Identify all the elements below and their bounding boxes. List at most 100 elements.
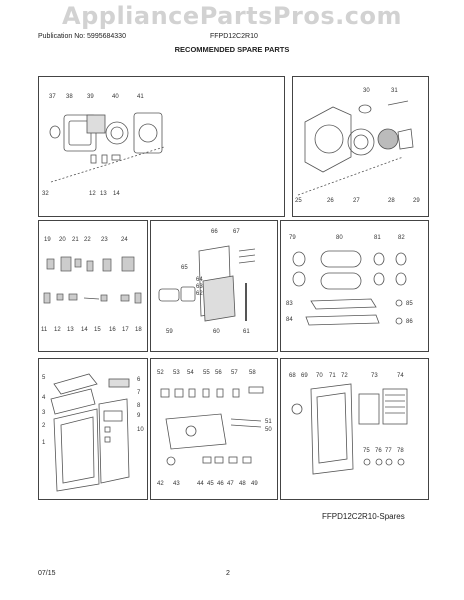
- callout-label: 56: [215, 370, 222, 376]
- callout-label: 86: [406, 319, 413, 325]
- callout-label: 54: [187, 370, 194, 376]
- callout-label: 23: [101, 237, 108, 243]
- callout-label: 19: [44, 237, 51, 243]
- callout-label: 53: [173, 370, 180, 376]
- page-heading: RECOMMENDED SPARE PARTS: [174, 45, 290, 54]
- callout-label: 40: [112, 94, 119, 100]
- watermark-logo: AppliancePartsPros.com: [62, 2, 402, 30]
- callout-label: 57: [231, 370, 238, 376]
- callout-label: 12: [89, 191, 96, 197]
- callout-label: 1: [42, 440, 46, 446]
- callout-label: 75: [363, 448, 370, 454]
- panel-bottom-right: 68 69 70 71 72 73 74 75 76 77 78: [280, 358, 429, 500]
- callout-label: 41: [137, 94, 144, 100]
- publication-number: Publication No: 5995684330: [38, 33, 126, 40]
- callout-label: 50: [265, 427, 272, 433]
- callout-label: 8: [137, 403, 141, 409]
- callout-label: 20: [59, 237, 66, 243]
- controls-parts-diagram: 19 20 21 22 23 24 11 12 13 14 15 16 17 1…: [41, 237, 142, 333]
- callout-label: 28: [388, 198, 395, 204]
- callout-label: 61: [243, 329, 250, 335]
- callout-label: 9: [137, 413, 141, 419]
- callout-label: 3: [42, 410, 46, 416]
- callout-label: 27: [353, 198, 360, 204]
- callout-label: 4: [42, 395, 46, 401]
- callout-label: 29: [413, 198, 420, 204]
- callout-label: 80: [336, 235, 343, 241]
- callout-label: 5: [42, 375, 46, 381]
- callout-label: 46: [217, 481, 224, 487]
- callout-label: 78: [397, 448, 404, 454]
- callout-label: 60: [213, 329, 220, 335]
- callout-label: 84: [286, 317, 293, 323]
- callout-label: 47: [227, 481, 234, 487]
- motor-assembly-diagram: 30 31 25 26 27 28 29: [295, 88, 420, 204]
- callout-label: 13: [100, 191, 107, 197]
- callout-label: 6: [137, 377, 141, 383]
- callout-label: 25: [295, 198, 302, 204]
- callout-label: 62: [196, 291, 203, 297]
- panel-bottom-left: 5 4 3 2 1 6 7 8 9 10: [38, 358, 148, 500]
- callout-label: 68: [289, 373, 296, 379]
- callout-label: 77: [385, 448, 392, 454]
- callout-label: 21: [72, 237, 79, 243]
- callout-label: 52: [157, 370, 164, 376]
- callout-label: 12: [54, 327, 61, 333]
- callout-label: 85: [406, 301, 413, 307]
- callout-label: 63: [196, 284, 203, 290]
- callout-label: 70: [316, 373, 323, 379]
- callout-label: 13: [67, 327, 74, 333]
- callout-label: 32: [42, 191, 49, 197]
- callout-label: 55: [203, 370, 210, 376]
- callout-label: 49: [251, 481, 258, 487]
- callout-label: 15: [94, 327, 101, 333]
- spares-caption: FFPD12C2R10-Spares: [322, 512, 405, 521]
- fan-assembly-diagram: 37 38 39 40 41 12 13 14 32: [42, 94, 165, 197]
- panel-top-right: 30 31 25 26 27 28 29: [292, 76, 429, 217]
- footer-date: 07/15: [38, 570, 56, 577]
- panel-mid-left: 19 20 21 22 23 24 11 12 13 14 15 16 17 1…: [38, 220, 148, 352]
- control-board-diagram: 52 53 54 55 56 57 58 51 50 42 43 44 45 4…: [157, 370, 272, 487]
- callout-label: 2: [42, 423, 46, 429]
- callout-label: 76: [375, 448, 382, 454]
- callout-label: 58: [249, 370, 256, 376]
- callout-label: 30: [363, 88, 370, 94]
- callout-label: 59: [166, 329, 173, 335]
- rear-cabinet-diagram: 68 69 70 71 72 73 74 75 76 77 78: [289, 373, 408, 475]
- callout-label: 37: [49, 94, 56, 100]
- callout-label: 64: [196, 277, 203, 283]
- callout-label: 18: [135, 327, 142, 333]
- callout-label: 11: [41, 327, 48, 333]
- callout-label: 38: [66, 94, 73, 100]
- callout-label: 26: [327, 198, 334, 204]
- callout-label: 72: [341, 373, 348, 379]
- callout-label: 43: [173, 481, 180, 487]
- cabinet-front-diagram: 5 4 3 2 1 6 7 8 9 10: [42, 373, 144, 492]
- callout-label: 74: [397, 373, 404, 379]
- callout-label: 31: [391, 88, 398, 94]
- filters-hoses-diagram: 79 80 81 82 83 84 85 86: [286, 235, 413, 326]
- callout-label: 73: [371, 373, 378, 379]
- callout-label: 7: [137, 390, 141, 396]
- callout-label: 82: [398, 235, 405, 241]
- callout-label: 14: [113, 191, 120, 197]
- callout-label: 83: [286, 301, 293, 307]
- panel-mid-right: 79 80 81 82 83 84 85 86: [280, 220, 429, 352]
- callout-label: 17: [122, 327, 129, 333]
- panel-top-left: 37 38 39 40 41 12 13 14 32: [38, 76, 285, 217]
- model-number: FFPD12C2R10: [210, 33, 258, 40]
- callout-label: 48: [239, 481, 246, 487]
- callout-label: 10: [137, 427, 144, 433]
- callout-label: 45: [207, 481, 214, 487]
- callout-label: 79: [289, 235, 296, 241]
- panel-mid-center: 66 67 65 64 63 62 59 60 61: [150, 220, 278, 352]
- callout-label: 16: [109, 327, 116, 333]
- callout-label: 51: [265, 419, 272, 425]
- callout-label: 69: [301, 373, 308, 379]
- page-number: 2: [226, 570, 230, 577]
- panel-bottom-center: 52 53 54 55 56 57 58 51 50 42 43 44 45 4…: [150, 358, 278, 500]
- callout-label: 22: [84, 237, 91, 243]
- coil-assembly-diagram: 66 67 65 64 63 62 59 60 61: [158, 229, 256, 335]
- callout-label: 71: [329, 373, 336, 379]
- callout-label: 39: [87, 94, 94, 100]
